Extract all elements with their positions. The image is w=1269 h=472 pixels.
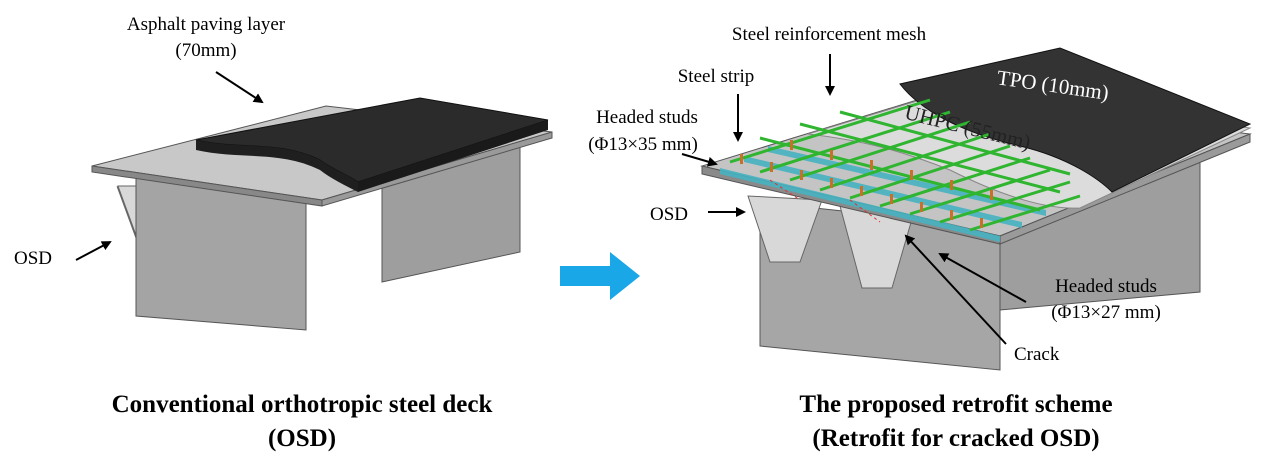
- asphalt-layer-front-edge: [196, 140, 358, 192]
- asphalt-label-line1: Asphalt paving layer: [127, 14, 286, 35]
- steel-reinforcement-mesh: [729, 98, 1081, 232]
- asphalt-label-line2: (70mm): [175, 40, 236, 61]
- studs-top-leader-arrow: [681, 153, 718, 167]
- right-caption-line2: (Retrofit for cracked OSD): [812, 425, 1099, 452]
- strip-label: Steel strip: [678, 66, 755, 87]
- right-rib-face-1: [747, 195, 823, 263]
- right-caption-line1: The proposed retrofit scheme: [799, 391, 1112, 418]
- crack-label: Crack: [1014, 344, 1060, 365]
- studs-bottom-label-line2: (Φ13×27 mm): [1051, 302, 1161, 323]
- left-osd-label: OSD: [14, 248, 52, 269]
- transition-arrow: [560, 252, 640, 300]
- headed-studs: [740, 140, 993, 228]
- right-osd-label: OSD: [650, 204, 688, 225]
- conventional-osd-model: [91, 97, 553, 331]
- studs-top-label-line1: Headed studs: [596, 107, 698, 128]
- left-caption-line2: (OSD): [268, 425, 336, 452]
- studs-bottom-label-line1: Headed studs: [1055, 276, 1157, 297]
- crack-lines: [769, 179, 881, 223]
- asphalt-leader-arrow: [215, 71, 264, 104]
- left-deck-edge-side: [321, 131, 553, 207]
- studs-top-label-line2: (Φ13×35 mm): [588, 134, 698, 155]
- left-caption-line1: Conventional orthotropic steel deck: [112, 391, 493, 418]
- asphalt-layer-edge: [358, 120, 548, 192]
- crack-leader-arrow: [904, 234, 1007, 345]
- retrofit-osd-model: [700, 47, 1252, 371]
- studs-bottom-leader-arrow: [938, 253, 1027, 303]
- left-girder-web-front: [135, 177, 307, 331]
- tpo-layer: [899, 47, 1252, 193]
- mesh-label: Steel reinforcement mesh: [732, 24, 927, 45]
- left-osd-leader-arrow: [75, 241, 112, 261]
